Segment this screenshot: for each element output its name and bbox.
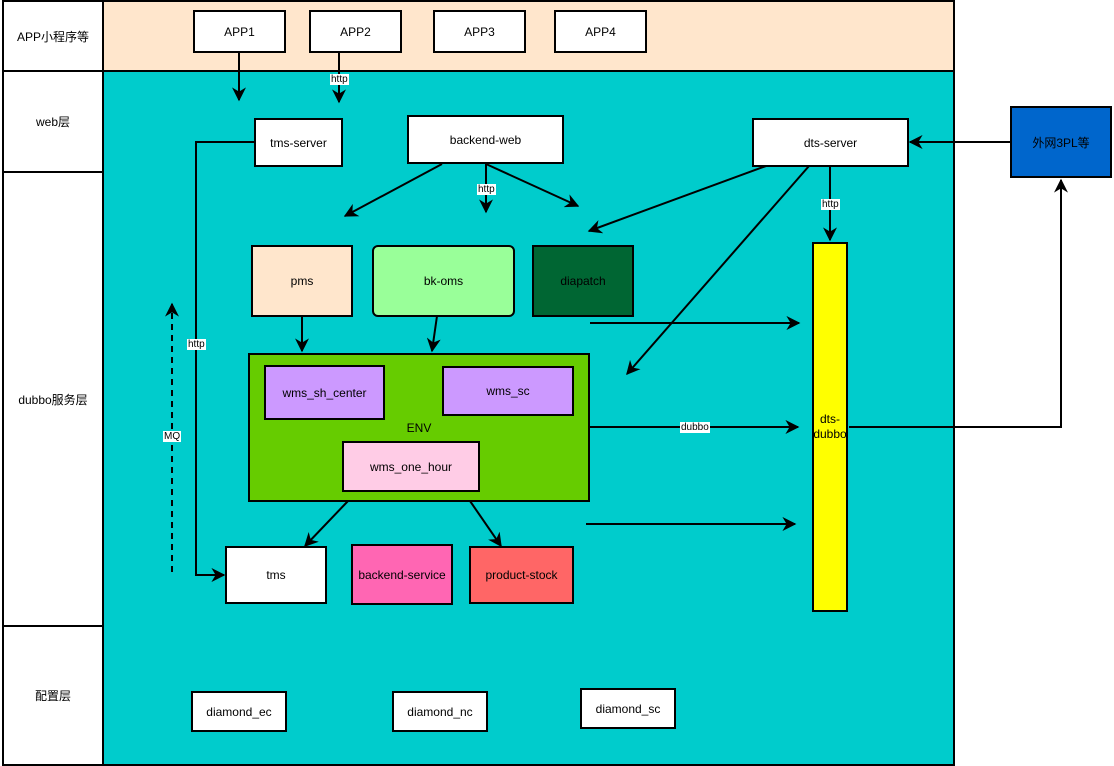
node-dts-server: dts-server: [752, 118, 909, 167]
edge-label-http-tms-server: http: [187, 339, 206, 350]
node-wms-sh-center: wms_sh_center: [264, 365, 385, 420]
edge-label-http-dts-server: http: [821, 199, 840, 210]
layer-label-dubbo: dubbo服务层: [2, 171, 104, 627]
layer-label-web: web层: [2, 70, 104, 173]
layer-label-config: 配置层: [2, 625, 104, 766]
edge-label-http-backend-web: http: [477, 184, 496, 195]
edge-label-http-app2: http: [330, 74, 349, 85]
node-tms-server: tms-server: [254, 118, 343, 167]
node-backend-service: backend-service: [351, 544, 453, 605]
node-wms-one-hour: wms_one_hour: [342, 441, 480, 492]
node-wms-sc: wms_sc: [442, 366, 574, 416]
node-dts-dubbo: dts- dubbo: [812, 242, 848, 612]
node-app2: APP2: [309, 10, 402, 53]
node-diamond-ec: diamond_ec: [191, 691, 287, 732]
edge-label-mq: MQ: [163, 431, 182, 442]
layer-label-app: APP小程序等: [2, 0, 104, 72]
node-app3: APP3: [433, 10, 526, 53]
node-product-stock: product-stock: [469, 546, 574, 604]
dts-dubbo-line1: dts-: [819, 412, 840, 426]
node-app1: APP1: [193, 10, 286, 53]
node-diamond-nc: diamond_nc: [392, 691, 488, 732]
node-pms: pms: [251, 245, 353, 317]
node-app4: APP4: [554, 10, 647, 53]
edge-label-dubbo: dubbo: [680, 422, 710, 433]
node-diamond-sc: diamond_sc: [580, 688, 676, 729]
node-external-3pl: 外网3PL等: [1010, 106, 1112, 178]
node-diapatch: diapatch: [532, 245, 634, 317]
dts-dubbo-line2: dubbo: [813, 427, 847, 441]
node-bk-oms: bk-oms: [372, 245, 515, 317]
node-backend-web: backend-web: [407, 115, 564, 164]
node-tms: tms: [225, 546, 327, 604]
